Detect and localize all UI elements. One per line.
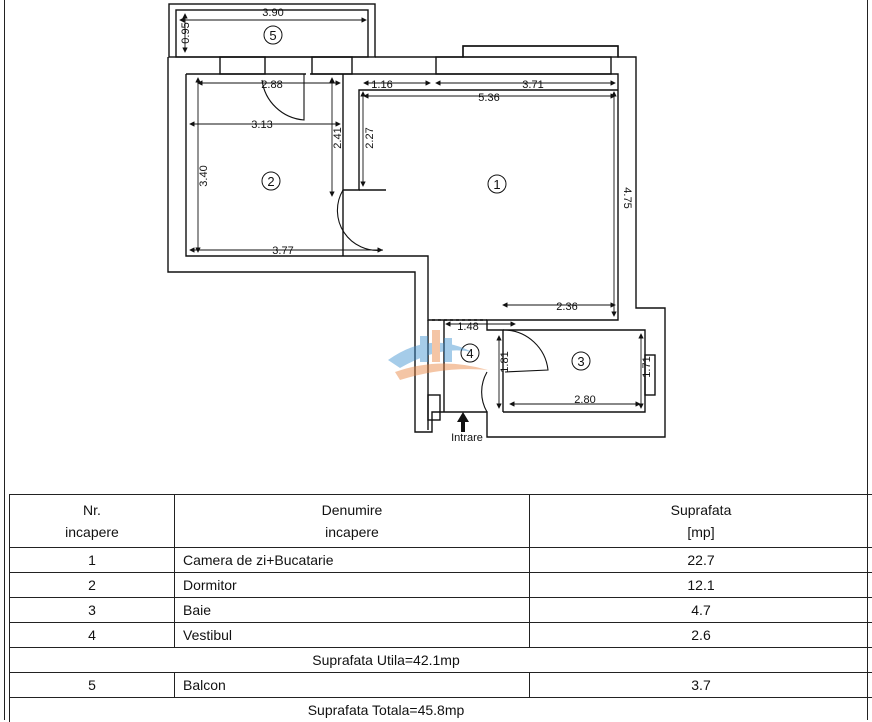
header-name: Denumire incapere [175, 495, 530, 548]
dim-bath-width: 2.80 [574, 394, 595, 406]
total-area-row: Suprafata Totala=45.8mp [10, 698, 872, 722]
balcony-name: Balcon [175, 673, 530, 698]
row-area: 4.7 [530, 598, 872, 623]
dim-hall-depth: 2.27 [364, 127, 376, 148]
dim-vestibule-depth: 1.81 [499, 351, 511, 372]
dim-room2-top: 2.88 [261, 79, 282, 91]
table-row: 2 Dormitor 12.1 [10, 573, 872, 598]
table-row: 5 Balcon 3.7 [10, 673, 872, 698]
dim-bath-depth: 1.71 [641, 356, 653, 377]
room-4-number: 4 [466, 346, 473, 361]
balcony-area: 3.7 [530, 673, 872, 698]
dim-room1-top: 3.71 [522, 79, 543, 91]
header-nr-line1: Nr. [18, 499, 166, 521]
useful-area-value: Suprafata Utila=42.1mp [312, 652, 459, 668]
useful-area-row: Suprafata Utila=42.1mp [10, 648, 872, 673]
row-area: 12.1 [530, 573, 872, 598]
useful-area-text: Suprafata Utila=42.1mp [10, 648, 872, 673]
row-name: Baie [175, 598, 530, 623]
header-area: Suprafata [mp] [530, 495, 872, 548]
header-name-line2: incapere [183, 521, 521, 543]
dim-room1-bottom: 2.36 [556, 301, 577, 313]
balcony-nr: 5 [10, 673, 175, 698]
table-header-row: Nr. incapere Denumire incapere Suprafata… [10, 495, 872, 548]
room-5-number: 5 [269, 28, 276, 43]
dim-room1-width: 5.36 [478, 92, 499, 104]
dim-room2-depth: 3.40 [198, 165, 210, 186]
table-row: 4 Vestibul 2.6 [10, 623, 872, 648]
row-name: Dormitor [175, 573, 530, 598]
row-area: 22.7 [530, 548, 872, 573]
row-name: Vestibul [175, 623, 530, 648]
row-nr: 4 [10, 623, 175, 648]
dim-room1-depth: 4.75 [621, 187, 633, 208]
total-area-value: Suprafata Totala=45.8mp [308, 702, 465, 718]
dim-balcony-depth: 0.95 [180, 22, 192, 43]
room-2-number: 2 [267, 174, 274, 189]
row-name: Camera de zi+Bucatarie [175, 548, 530, 573]
room-3-number: 3 [577, 354, 584, 369]
dim-room2-partition: 2.41 [332, 127, 344, 148]
dim-vestibule-width: 1.48 [457, 321, 478, 333]
rooms-table: Nr. incapere Denumire incapere Suprafata… [9, 494, 872, 722]
row-nr: 2 [10, 573, 175, 598]
table-row: 1 Camera de zi+Bucatarie 22.7 [10, 548, 872, 573]
total-area-text: Suprafata Totala=45.8mp [10, 698, 872, 722]
room-markers: 1 2 3 4 5 [262, 26, 590, 370]
table-row: 3 Baie 4.7 [10, 598, 872, 623]
room-1-number: 1 [493, 177, 500, 192]
dim-room2-width: 3.13 [251, 119, 272, 131]
entrance-label: Intrare [451, 432, 483, 444]
header-area-line1: Suprafata [538, 499, 864, 521]
row-area: 2.6 [530, 623, 872, 648]
dim-hall-top: 1.16 [371, 79, 392, 91]
entrance-arrow-icon [457, 412, 469, 432]
row-nr: 1 [10, 548, 175, 573]
row-nr: 3 [10, 598, 175, 623]
header-name-line1: Denumire [183, 499, 521, 521]
floor-plan: 3.90 0.95 2.88 1.16 3.71 5.36 3.13 2.41 … [0, 0, 872, 490]
dim-room2-bottom: 3.77 [272, 245, 293, 257]
header-area-line2: [mp] [538, 521, 864, 543]
header-nr-line2: incapere [18, 521, 166, 543]
dim-balcony-width: 3.90 [262, 7, 283, 19]
header-nr: Nr. incapere [10, 495, 175, 548]
